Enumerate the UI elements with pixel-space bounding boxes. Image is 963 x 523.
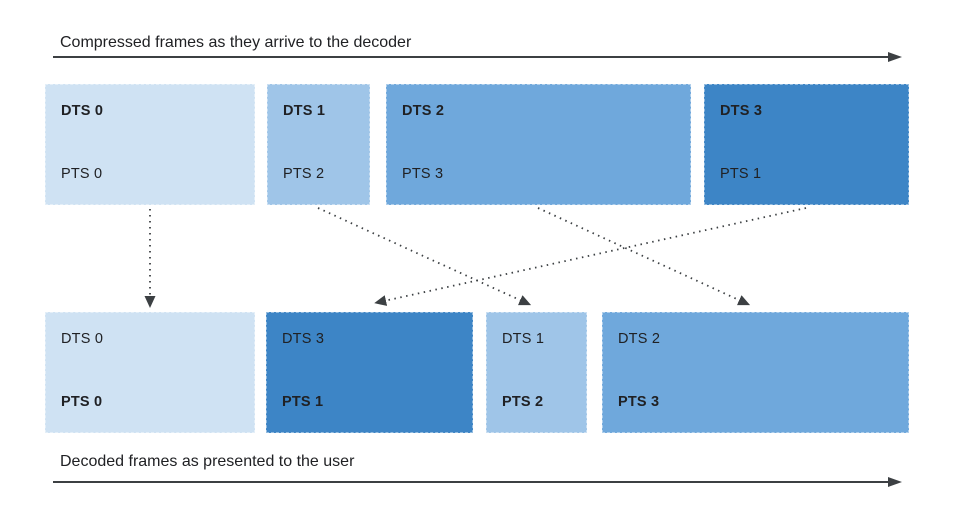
dts-label: DTS 2 bbox=[402, 103, 445, 119]
pts-label: PTS 0 bbox=[61, 166, 103, 182]
frame-top-dts0: DTS 0 PTS 0 bbox=[45, 84, 255, 205]
pts-label: PTS 2 bbox=[502, 394, 544, 410]
pts-label: PTS 3 bbox=[618, 394, 660, 410]
dts-label: DTS 3 bbox=[282, 331, 325, 347]
pts-label: PTS 3 bbox=[402, 166, 444, 182]
pts-label: PTS 2 bbox=[283, 166, 325, 182]
frame-bottom-pts3: DTS 2 PTS 3 bbox=[602, 312, 909, 433]
frame-top-dts1: DTS 1 PTS 2 bbox=[267, 84, 370, 205]
compressed-frames-label: Compressed frames as they arrive to the … bbox=[60, 34, 412, 51]
dts-label: DTS 3 bbox=[720, 103, 763, 119]
frame-top-dts3: DTS 3 PTS 1 bbox=[704, 84, 909, 205]
frame-bottom-pts2: DTS 1 PTS 2 bbox=[486, 312, 587, 433]
pts-label: PTS 1 bbox=[720, 166, 762, 182]
frame-bottom-pts0: DTS 0 PTS 0 bbox=[45, 312, 255, 433]
dts-label: DTS 1 bbox=[283, 103, 326, 119]
dts-label: DTS 0 bbox=[61, 331, 104, 347]
pts-label: PTS 1 bbox=[282, 394, 324, 410]
frame-bottom-pts1: DTS 3 PTS 1 bbox=[266, 312, 473, 433]
arrow-pts2-to-pts2 bbox=[317, 207, 532, 306]
dts-label: DTS 2 bbox=[618, 331, 661, 347]
dts-label: DTS 0 bbox=[61, 103, 104, 119]
arrow-pts3-to-pts3 bbox=[537, 207, 751, 306]
pts-label: PTS 0 bbox=[61, 394, 103, 410]
arrow-pts1-to-pts1 bbox=[374, 207, 807, 306]
decoded-frames-label: Decoded frames as presented to the user bbox=[60, 453, 355, 470]
frame-top-dts2: DTS 2 PTS 3 bbox=[386, 84, 691, 205]
dts-label: DTS 1 bbox=[502, 331, 545, 347]
